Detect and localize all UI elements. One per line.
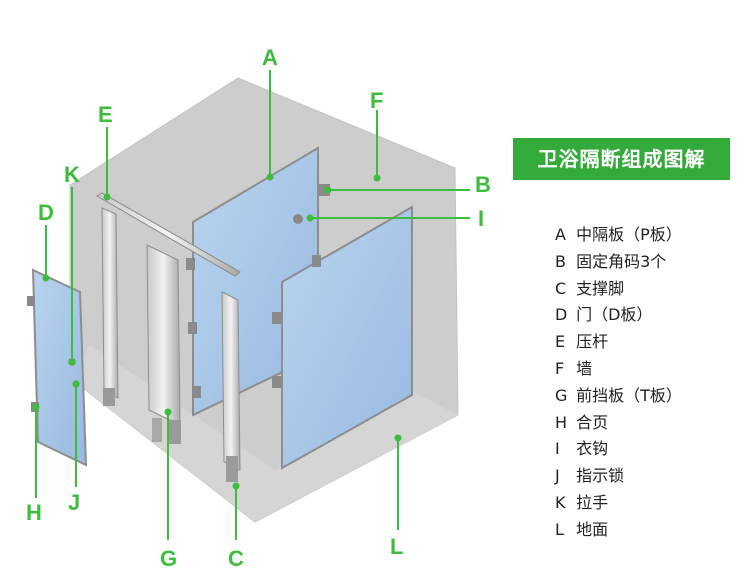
label-b: B <box>475 172 491 197</box>
coat-hook <box>293 214 303 224</box>
legend-item-b: B 固定角码3个 <box>555 251 667 271</box>
legend-item-h: H 合页 <box>555 412 609 432</box>
front-panel-board <box>146 244 181 426</box>
label-i: I <box>478 206 484 231</box>
bracket-3 <box>192 386 201 398</box>
label-k: K <box>64 162 80 187</box>
label-j: J <box>68 490 80 515</box>
label-a: A <box>262 45 278 70</box>
bracket-back-3 <box>272 376 281 388</box>
front-post-left <box>101 207 119 399</box>
pressure-rail <box>96 192 241 277</box>
bracket-2 <box>188 322 197 334</box>
legend-item-d: D 门（D板） <box>555 305 653 325</box>
legend-item-j: J 指示锁 <box>555 466 625 486</box>
support-foot-c <box>226 456 238 482</box>
label-g: G <box>160 546 177 571</box>
front-post-right <box>221 291 241 471</box>
door-panel <box>31 268 88 467</box>
legend-item-a: A 中隔板（P板） <box>555 225 682 244</box>
support-foot-g <box>168 420 181 444</box>
diagram-title: 卫浴隔断组成图解 <box>513 138 730 180</box>
side-panel <box>281 205 413 470</box>
legend-item-l: L 地面 <box>555 519 609 539</box>
legend-item-i: I 衣钩 <box>555 439 609 459</box>
legend-item-k: K 拉手 <box>555 492 609 512</box>
label-d: D <box>38 200 54 225</box>
bracket-back <box>312 255 321 267</box>
hinge-top <box>27 296 35 306</box>
label-h: H <box>26 500 42 525</box>
bracket-1 <box>186 258 195 270</box>
label-c: C <box>228 546 244 571</box>
label-f: F <box>370 88 383 113</box>
legend-item-c: C 支撑脚 <box>555 278 625 298</box>
support-foot-left <box>103 388 115 406</box>
label-e: E <box>98 102 113 127</box>
bracket-back-2 <box>272 312 281 324</box>
legend-item-e: E 压杆 <box>555 332 609 352</box>
legend-item-g: G 前挡板（T板） <box>555 385 682 405</box>
label-l: L <box>390 534 403 559</box>
support-foot-g2 <box>152 418 162 442</box>
component-legend: A 中隔板（P板） B 固定角码3个 C 支撑脚 D 门（D板） E 压杆 F … <box>555 222 682 544</box>
legend-item-f: F 墙 <box>555 358 593 378</box>
